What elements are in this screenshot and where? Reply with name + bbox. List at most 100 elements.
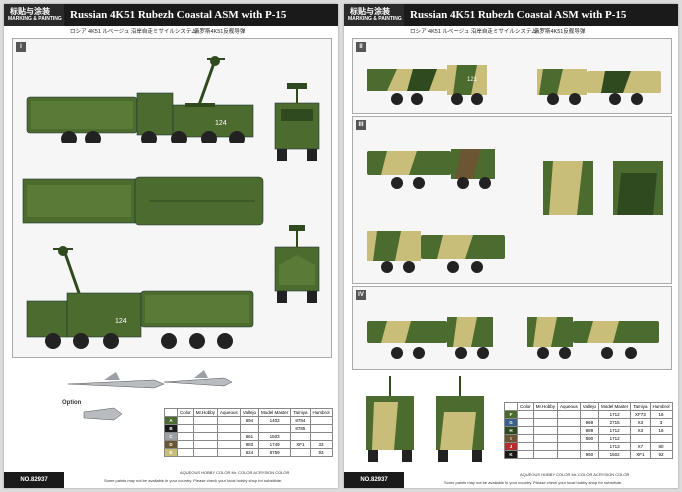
table-cell <box>579 442 599 451</box>
paint-note-left: Some paints may not be available in your… <box>104 478 283 483</box>
table-cell <box>177 416 194 425</box>
truck-front-view <box>274 83 320 161</box>
color-swatch: A <box>164 416 178 425</box>
missile-drawings <box>67 370 233 421</box>
color-swatch: J <box>504 442 518 451</box>
table-cell <box>177 448 194 457</box>
color-legend-right: AQUEOUS HOBBY COLOR Mr. COLOR ACRYSION C… <box>520 472 630 477</box>
table-cell: XF73 <box>630 410 651 419</box>
table-cell <box>217 440 241 449</box>
table-cell: 824 <box>239 448 259 457</box>
table-cell <box>177 424 194 433</box>
part-number: NO.82937 <box>4 472 64 488</box>
vehicle-number: 124 <box>215 120 227 127</box>
truck-top-view <box>22 176 264 226</box>
page-header: 标贴与涂装 MARKING & PAINTING Russian 4K51 Ru… <box>4 4 338 35</box>
table-cell <box>557 426 581 435</box>
table-cell: 1712 <box>597 434 632 443</box>
table-cell <box>192 424 219 433</box>
table-cell <box>532 442 559 451</box>
table-cell <box>290 432 311 441</box>
rt-header: Mr.Hobby <box>532 402 559 411</box>
rt-header: Model Master <box>597 402 632 411</box>
table-cell: 3 <box>649 418 673 427</box>
table-cell: 1503 <box>257 432 292 441</box>
table-cell <box>517 450 534 459</box>
table-cell <box>557 442 581 451</box>
color-swatch: G <box>504 418 518 427</box>
table-cell: 1402 <box>257 416 292 425</box>
instruction-page-right: 标贴与涂装 MARKING & PAINTING Russian 4K51 Ru… <box>344 4 678 488</box>
lt-header: Tamiya <box>290 408 311 417</box>
table-cell <box>257 424 292 433</box>
lt-header: Aqueous <box>217 408 241 417</box>
color-swatch: B <box>164 424 178 433</box>
table-cell <box>192 416 219 425</box>
step-number: I <box>16 42 26 52</box>
table-cell <box>649 434 673 443</box>
table-cell: 890 <box>579 434 599 443</box>
table-cell <box>177 440 194 449</box>
table-cell <box>309 416 333 425</box>
lt-header: Mr.Hobby <box>192 408 219 417</box>
truck-side-view-right: 124 <box>26 246 254 349</box>
table-cell <box>290 448 311 457</box>
option-label: Option <box>62 400 82 406</box>
table-cell <box>557 450 581 459</box>
table-cell <box>557 410 581 419</box>
subtitle-jp: ロシア 4K51 ルベージュ 沿岸自走ミサイルシステム <box>70 29 197 35</box>
camo-trucks-IV <box>367 317 659 359</box>
lt-header: Vallejo <box>239 408 259 417</box>
table-cell <box>532 450 559 459</box>
step-panel-I: I 124 <box>12 38 332 358</box>
table-cell <box>217 448 241 457</box>
color-swatch: F <box>504 410 518 419</box>
table-cell: 1713 <box>597 442 632 451</box>
table-cell <box>309 424 333 433</box>
subtitle-jp-right: ロシア 4K51 ルベージュ 沿岸自走ミサイルシステム <box>410 29 537 35</box>
camo-trucks-II: 121 <box>367 65 661 105</box>
table-cell: X3 <box>630 418 651 427</box>
truck-rear-view <box>274 225 320 303</box>
table-cell: 983 <box>239 440 259 449</box>
table-cell <box>517 410 534 419</box>
step-number-III: III <box>356 120 366 130</box>
table-cell: 969 <box>579 418 599 427</box>
table-cell <box>177 432 194 441</box>
truck-side-view: 124 <box>26 56 254 143</box>
table-cell <box>239 424 259 433</box>
table-cell <box>517 434 534 443</box>
vehicle-number-lower: 124 <box>115 318 127 325</box>
step-panel-III: III <box>352 116 672 284</box>
table-cell <box>217 424 241 433</box>
table-cell: 33 <box>309 440 333 449</box>
step-number-II: II <box>356 42 366 52</box>
table-cell <box>192 432 219 441</box>
lt-header: Model Master <box>257 408 292 417</box>
badge-cn-right: 标贴与涂装 <box>350 7 390 16</box>
part-number-right: NO.82937 <box>344 472 404 488</box>
table-cell: 1712 <box>597 410 632 419</box>
step-panel-II: II 121 <box>352 38 672 114</box>
rt-header: Color <box>517 402 534 411</box>
page-title-right: Russian 4K51 Rubezh Coastal ASM with P-1… <box>404 4 678 26</box>
table-cell <box>579 410 599 419</box>
table-cell <box>517 418 534 427</box>
table-cell <box>309 432 333 441</box>
table-cell: 92 <box>649 450 673 459</box>
color-legend-left: AQUEOUS HOBBY COLOR Mr. COLOR ACRYSION C… <box>180 470 290 475</box>
table-cell: 861 <box>239 432 259 441</box>
color-swatch: H <box>504 426 518 435</box>
lt-header: Humbrol <box>309 408 333 417</box>
table-cell: XF1 <box>630 450 651 459</box>
